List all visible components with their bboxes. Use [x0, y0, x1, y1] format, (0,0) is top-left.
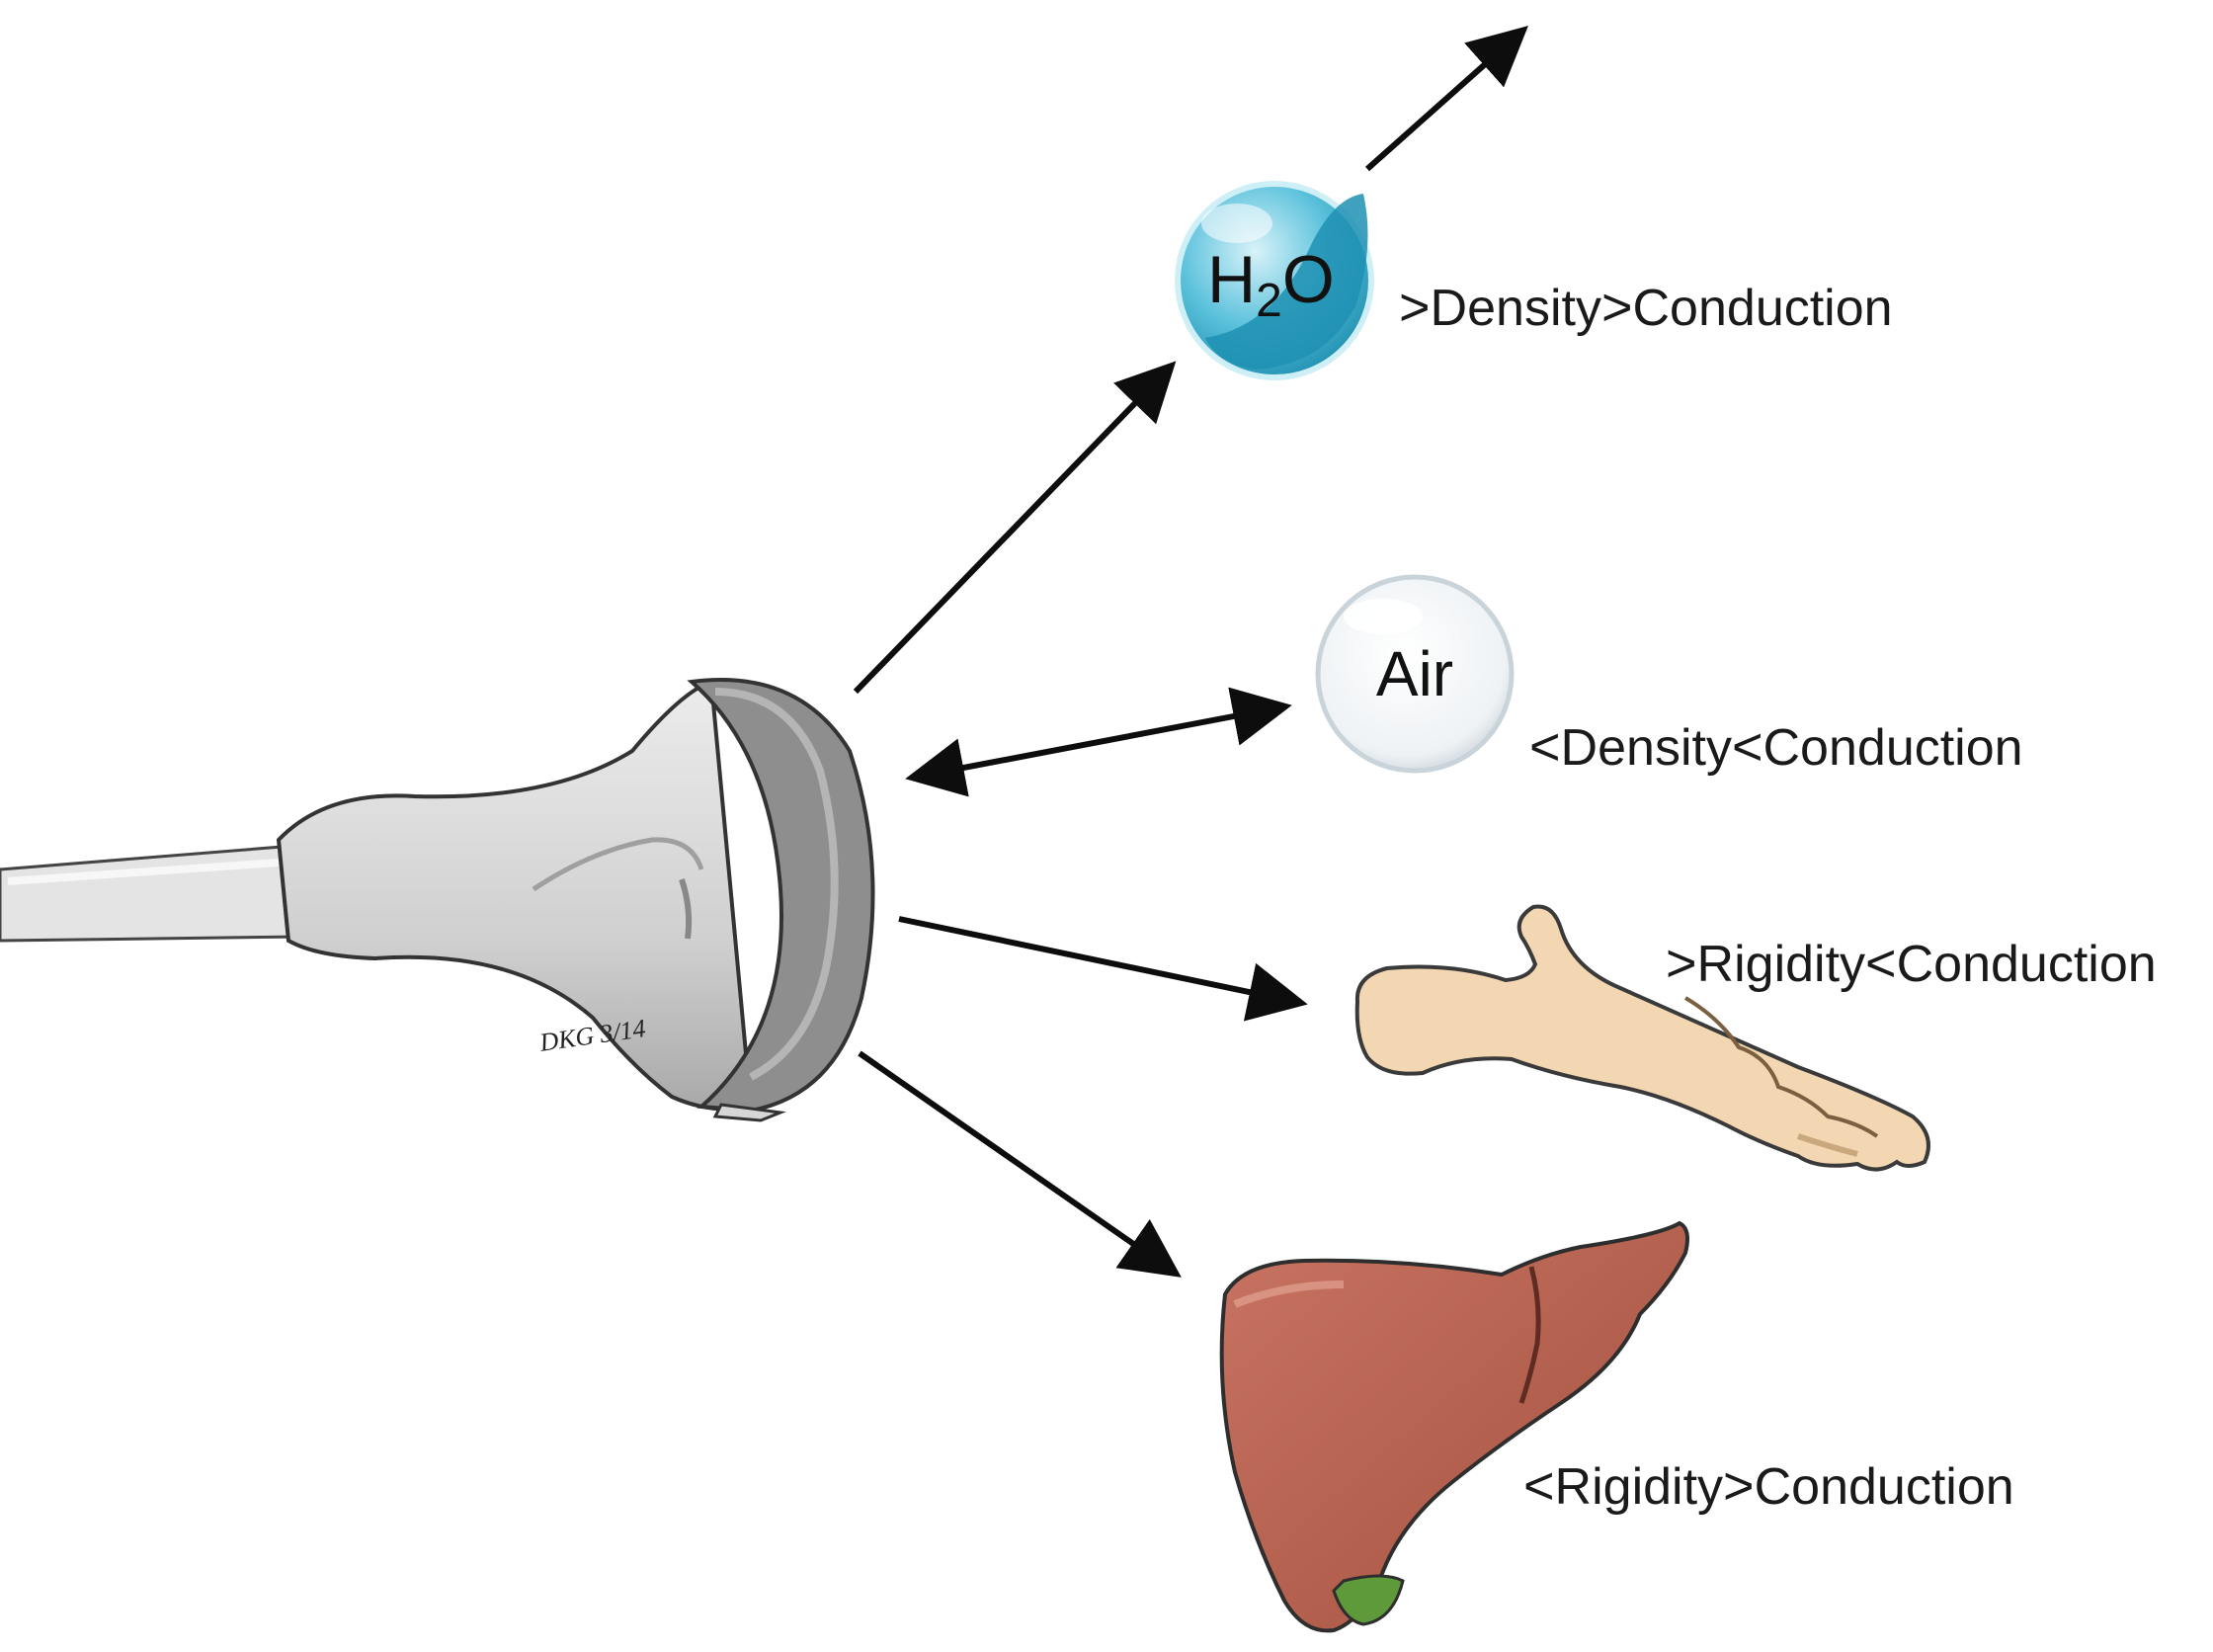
air-conduction-label: <Density<Conduction [1529, 720, 2023, 774]
bone-symbol-1: > [1666, 934, 1697, 993]
formula-subscript: 2 [1256, 275, 1282, 327]
bone-word-1: Rigidity [1696, 936, 1866, 993]
liver-icon [1219, 1220, 1689, 1633]
arrow-air-double [905, 687, 1292, 797]
bone-icon [1354, 904, 1930, 1172]
water-bubble-icon [1175, 181, 1374, 380]
air-bubble-icon [1315, 574, 1515, 774]
liver-word-1: Rigidity [1554, 1458, 1724, 1516]
water-word-1: Density [1430, 280, 1601, 337]
air-text: Air [1376, 638, 1453, 709]
bone-conduction-label: >Rigidity<Conduction [1666, 937, 2157, 990]
bone-symbol-2: < [1865, 934, 1897, 993]
arrow-to-liver [858, 1050, 1182, 1278]
air-symbol-2: < [1731, 717, 1763, 777]
water-formula: H2O [1207, 242, 1335, 327]
air-symbol-1: < [1529, 717, 1561, 777]
water-symbol-1: > [1399, 278, 1431, 337]
liver-conduction-label: <Rigidity>Conduction [1523, 1459, 2014, 1513]
water-word-2: Conduction [1632, 280, 1893, 337]
liver-word-2: Conduction [1754, 1458, 2014, 1516]
arrow-water-beyond [1365, 26, 1528, 172]
bone-word-2: Conduction [1896, 936, 2157, 993]
liver-symbol-2: > [1723, 1456, 1755, 1516]
formula-o: O [1282, 242, 1335, 317]
air-word-1: Density [1560, 719, 1732, 777]
formula-h: H [1207, 242, 1256, 317]
liver-symbol-1: < [1523, 1456, 1555, 1516]
arrow-to-bone [898, 916, 1308, 1022]
water-conduction-label: >Density>Conduction [1399, 281, 1893, 334]
air-word-2: Conduction [1762, 719, 2023, 777]
water-symbol-2: > [1600, 278, 1633, 337]
ultrasound-probe-icon [0, 678, 875, 1122]
arrow-to-water [853, 361, 1177, 695]
